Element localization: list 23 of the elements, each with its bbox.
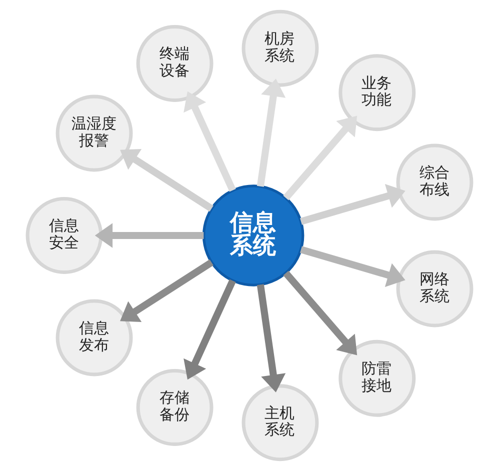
arrow [184, 279, 236, 380]
node-circle: 温湿度报警 [56, 94, 133, 172]
node-circle: 终端设备 [136, 25, 214, 102]
node-circle: 存储备份 [136, 369, 214, 446]
node-circle: 信息系统 [202, 184, 304, 286]
arrow [283, 270, 358, 356]
arrow [256, 78, 286, 187]
node-circle: 主机系统 [242, 384, 319, 462]
arrow [120, 148, 214, 212]
arrow [300, 184, 406, 225]
node-circle: 信息安全 [26, 197, 103, 274]
arrow [283, 116, 358, 200]
node-circle: 机房系统 [242, 10, 319, 87]
node-circle: 信息发布 [56, 299, 133, 376]
arrow [184, 91, 236, 192]
arrow [256, 284, 286, 392]
node-circle: 综合布线 [396, 144, 474, 221]
arrow [94, 223, 204, 248]
arrow [300, 246, 406, 288]
arrow [120, 259, 214, 322]
node-circle: 防雷接地 [338, 340, 416, 417]
node-circle: 网络系统 [396, 250, 474, 328]
node-circle: 业务功能 [338, 54, 416, 132]
